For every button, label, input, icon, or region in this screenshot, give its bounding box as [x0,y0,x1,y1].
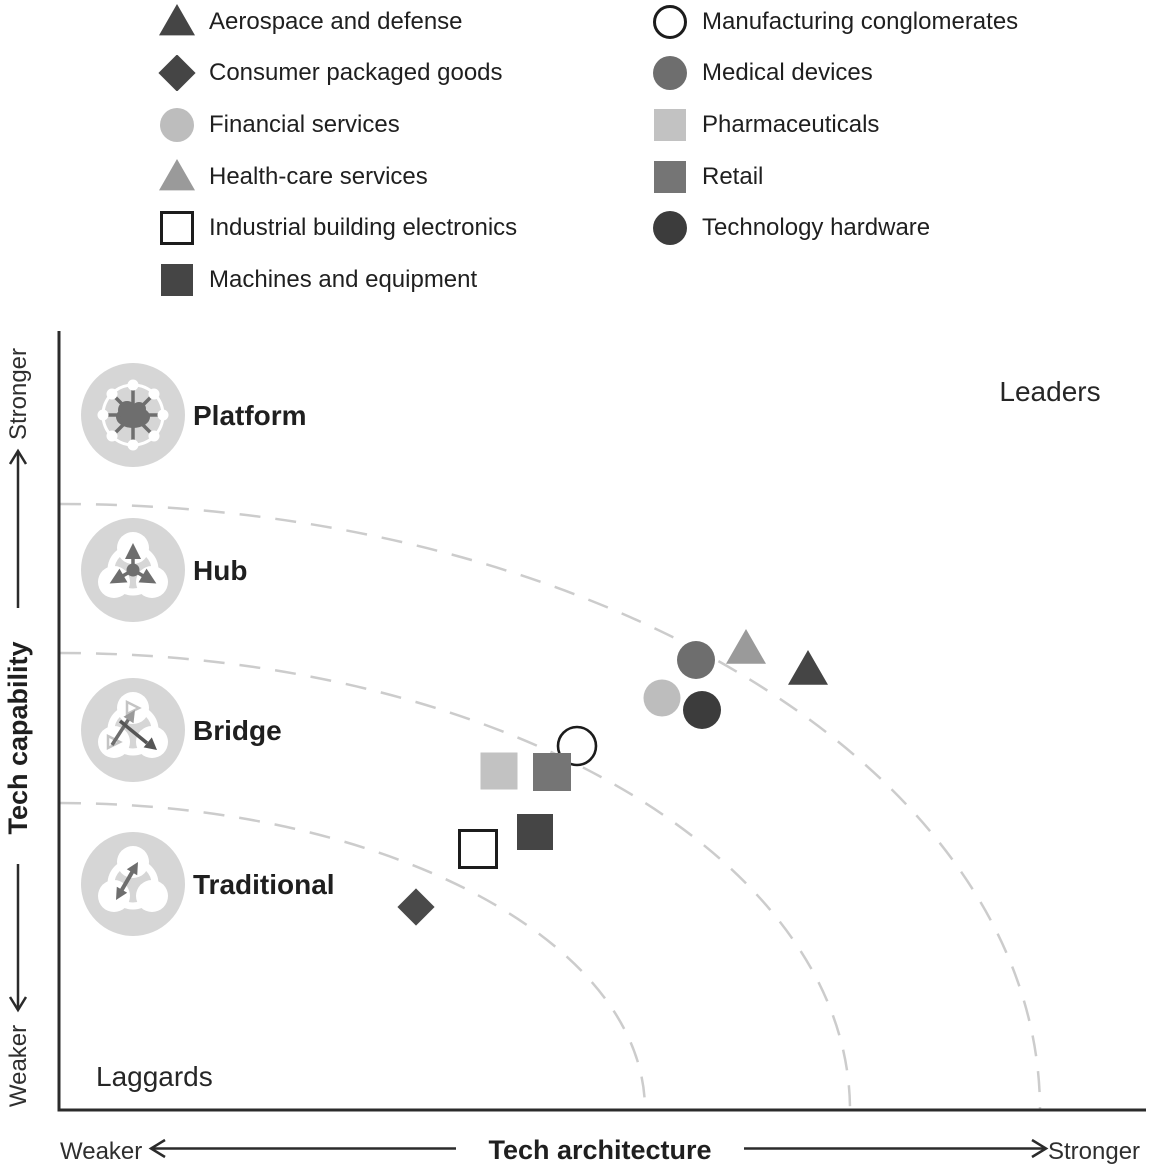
health-care-triangle-icon [158,158,196,195]
industrial-square-outline-icon [158,210,196,246]
legend-item-medical-devices: Medical devices [651,48,1018,100]
zone-arc-1 [59,651,852,1111]
x-axis-left-label: Weaker [60,1138,142,1165]
legend-column-right: Manufacturing conglomerates Medical devi… [651,0,1018,254]
square-marker-shape [654,108,686,141]
y-axis-bottom-label: Weaker [5,1025,32,1107]
legend-item-technology-hardware: Technology hardware [651,202,1018,254]
point-consumer-packaged-goods [397,888,435,926]
square-marker-shape [160,211,194,246]
data-points [397,629,828,926]
y-axis-title: Tech capability [3,641,33,834]
legend-item-financial-services: Financial services [158,99,517,151]
medical-circle-icon [651,55,689,91]
legend-label: Machines and equipment [209,265,478,293]
aerospace-triangle-icon [158,3,196,40]
machines-square-icon [158,262,196,298]
point-technology-hardware [683,691,721,729]
zone-platform: Platform [81,363,307,467]
zone-hub: Hub [81,518,247,622]
laggards-annotation: Laggards [96,1061,213,1092]
technology-circle-icon [651,210,689,246]
circle-marker-shape [653,211,687,246]
legend-item-manufacturing: Manufacturing conglomerates [651,0,1018,48]
consumer-diamond-icon [158,55,196,92]
y-axis-up-arrowhead [8,448,28,465]
x-axis-annotation: Weaker Tech architecture Stronger [60,1135,1140,1165]
legend-label: Manufacturing conglomerates [702,7,1019,35]
financial-circle-icon [158,107,196,143]
platform-icon [81,363,185,467]
legend-label: Health-care services [209,162,428,190]
square-marker-shape [161,263,193,296]
legend-item-pharmaceuticals: Pharmaceuticals [651,99,1018,151]
legend-label: Technology hardware [702,214,931,242]
circle-marker-shape [653,56,687,91]
legend-label: Aerospace and defense [209,7,463,35]
y-axis-top-label: Stronger [5,348,32,440]
x-axis-left-arrowhead [148,1138,166,1159]
triangle-marker-shape [159,3,195,36]
zone-label-hub: Hub [193,555,247,586]
legend-item-aerospace: Aerospace and defense [158,0,517,48]
legend-item-machines: Machines and equipment [158,254,517,306]
legend-item-industrial-building: Industrial building electronics [158,202,517,254]
point-industrial-building-electronics [458,829,498,869]
point-aerospace-and-defense [788,650,828,685]
point-retail [533,753,571,791]
manufacturing-circle-outline-icon [651,4,689,40]
zone-bridge: Bridge [81,678,282,782]
legend-label: Retail [702,162,764,190]
point-machines-and-equipment [517,814,553,850]
square-marker-shape [654,160,686,193]
point-financial-services [643,679,681,717]
point-pharmaceuticals [480,752,518,790]
zone-traditional: Traditional [81,832,335,936]
zone-boundary-arcs [59,502,1042,1111]
hub-icon [81,518,185,622]
legend-label: Pharmaceuticals [702,110,880,138]
y-axis-down-arrowhead [8,996,28,1013]
circle-marker-shape [160,107,194,142]
traditional-icon [81,832,185,936]
pharma-square-icon [651,107,689,143]
triangle-marker-shape [159,158,195,190]
diamond-marker-shape [158,55,196,92]
legend-label: Consumer packaged goods [209,59,503,87]
zone-label-platform: Platform [193,400,307,431]
leaders-annotation: Leaders [999,376,1100,407]
x-axis-title: Tech architecture [488,1135,711,1165]
legend-label: Industrial building electronics [209,214,518,242]
legend-column-left: Aerospace and defense Consumer packaged … [158,0,517,306]
x-axis-right-arrowhead [1031,1138,1049,1159]
point-medical-devices [677,641,715,679]
legend-item-consumer-packaged-goods: Consumer packaged goods [158,48,517,100]
retail-square-icon [651,159,689,195]
legend-item-retail: Retail [651,151,1018,203]
zone-arc-0 [59,502,1042,1111]
legend-item-health-care: Health-care services [158,151,517,203]
legend-label: Medical devices [702,59,873,87]
legend-label: Financial services [209,110,400,138]
zone-label-bridge: Bridge [193,715,282,746]
y-axis-annotation: Stronger Tech capability Weaker [3,348,33,1107]
circle-marker-shape [653,4,687,39]
x-axis-right-label: Stronger [1048,1138,1140,1165]
zone-label-traditional: Traditional [193,869,335,900]
point-health-care-services [726,629,766,664]
bridge-icon [81,678,185,782]
